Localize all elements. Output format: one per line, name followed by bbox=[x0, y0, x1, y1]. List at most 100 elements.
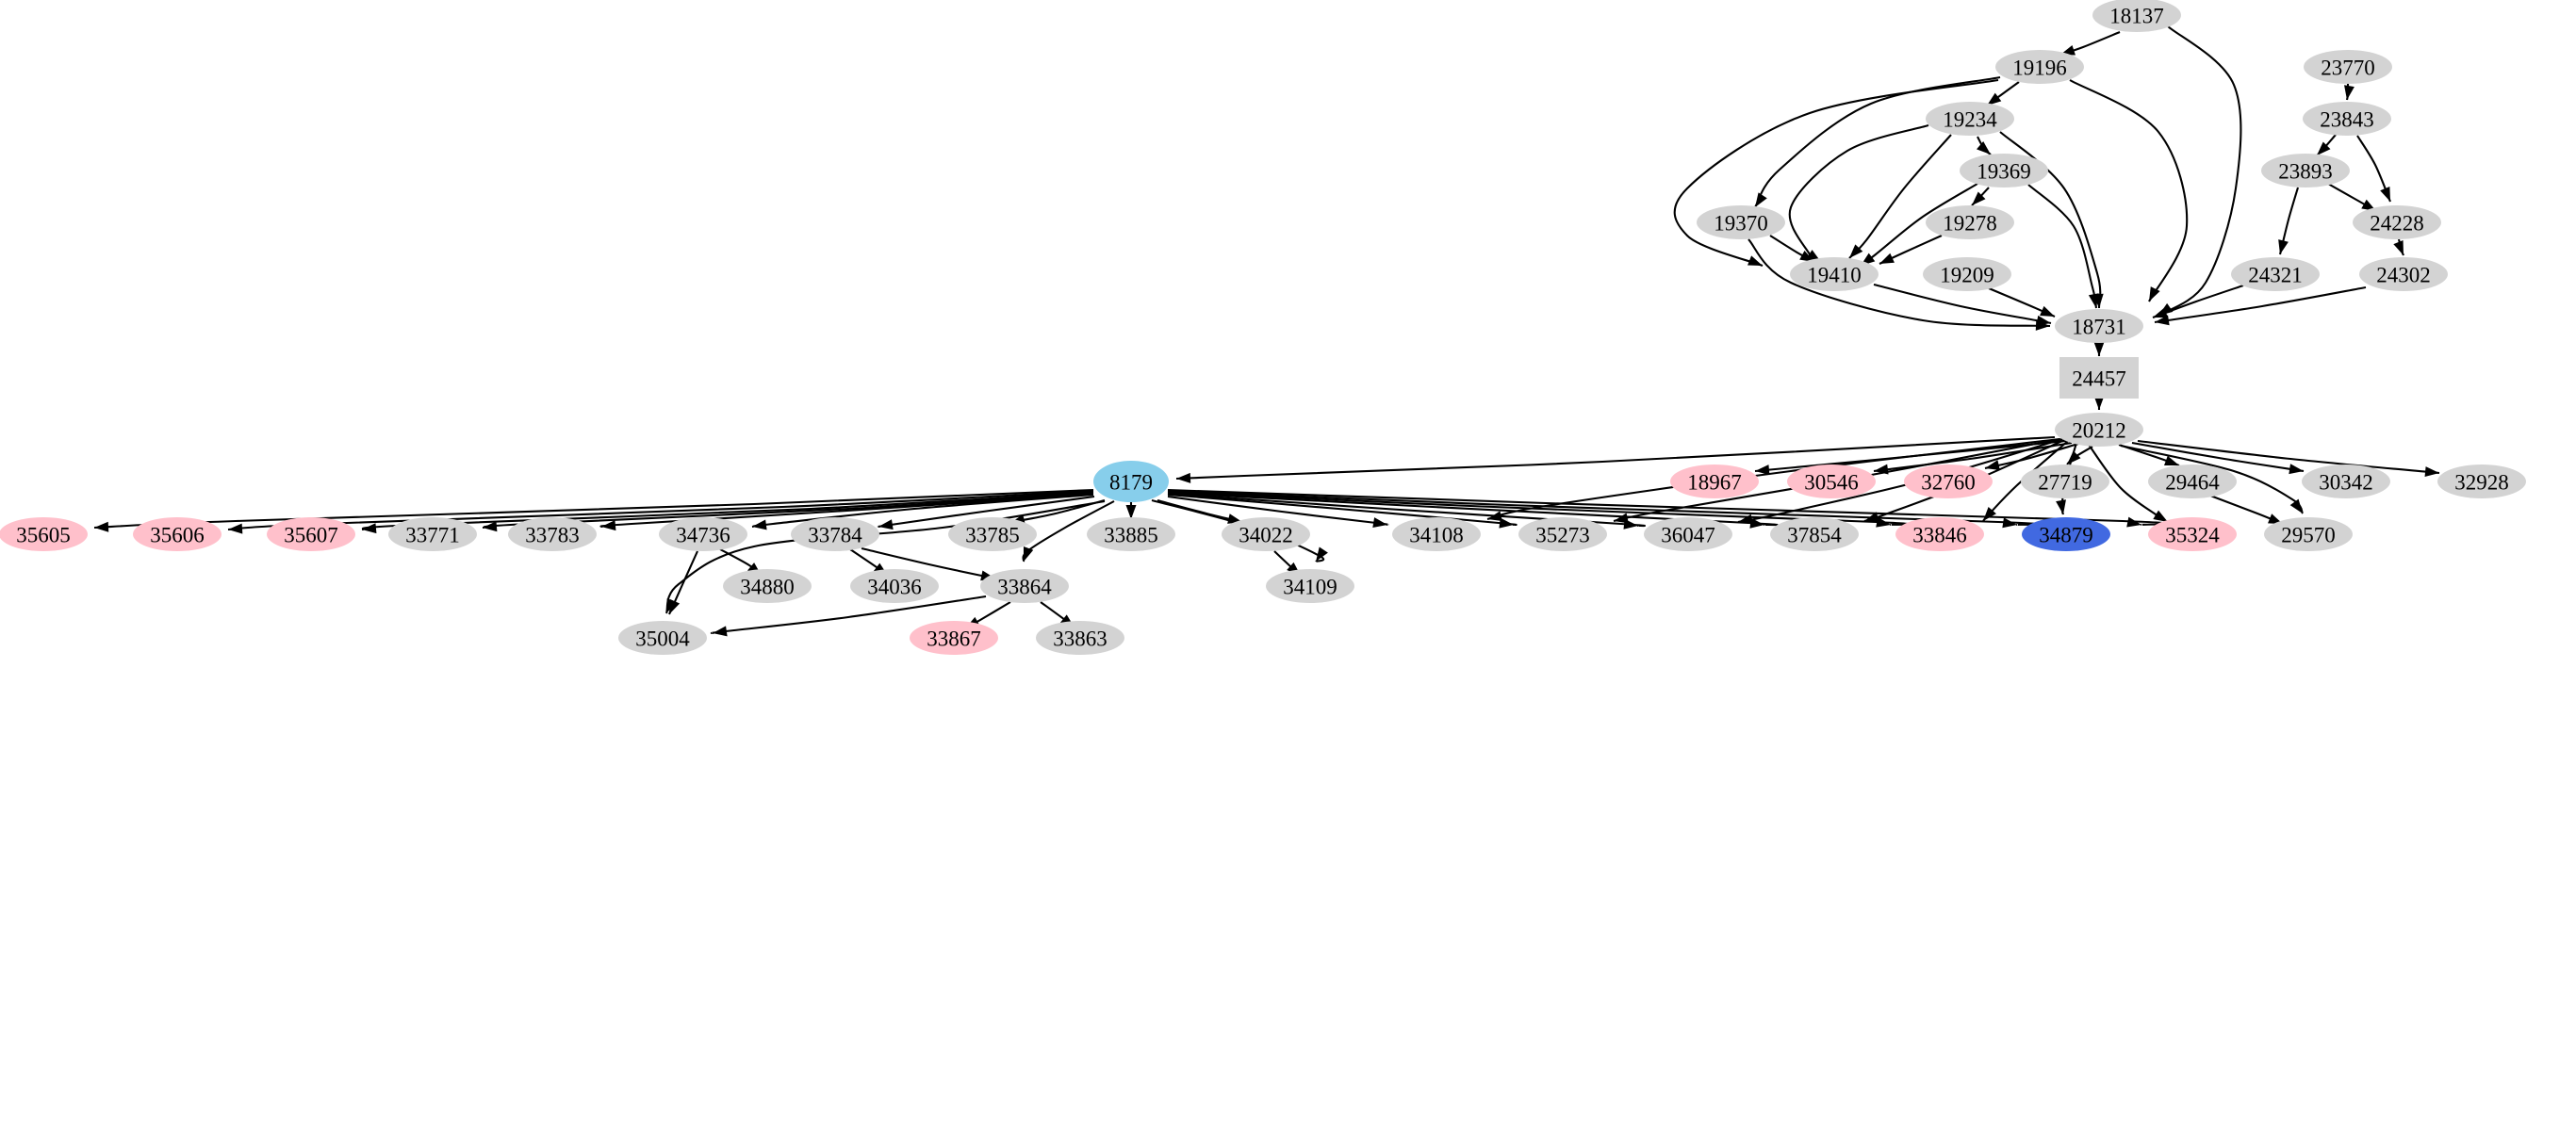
graph-node-30342[interactable]: 30342 bbox=[2302, 465, 2390, 498]
graph-node-30546[interactable]: 30546 bbox=[1787, 465, 1876, 498]
node-ellipse-19196[interactable] bbox=[1995, 50, 2084, 84]
node-ellipse-35607[interactable] bbox=[267, 517, 355, 551]
node-ellipse-32760[interactable] bbox=[1904, 465, 1993, 498]
node-ellipse-30546[interactable] bbox=[1787, 465, 1876, 498]
graph-node-33784[interactable]: 33784 bbox=[791, 517, 879, 551]
edge-20212-to-32760 bbox=[1984, 442, 2079, 471]
node-ellipse-32928[interactable] bbox=[2437, 465, 2526, 498]
node-ellipse-30342[interactable] bbox=[2302, 465, 2390, 498]
node-ellipse-18967[interactable] bbox=[1670, 465, 1759, 498]
node-ellipse-8179[interactable] bbox=[1093, 461, 1169, 502]
graph-node-19196[interactable]: 19196 bbox=[1995, 50, 2084, 84]
node-ellipse-34109[interactable] bbox=[1266, 569, 1354, 603]
graph-node-19410[interactable]: 19410 bbox=[1790, 257, 1879, 291]
node-ellipse-33864[interactable] bbox=[980, 569, 1069, 603]
node-ellipse-19278[interactable] bbox=[1926, 205, 2014, 239]
graph-node-36047[interactable]: 36047 bbox=[1644, 517, 1732, 551]
graph-node-35324[interactable]: 35324 bbox=[2148, 517, 2237, 551]
node-ellipse-23893[interactable] bbox=[2261, 154, 2350, 187]
graph-node-27719[interactable]: 27719 bbox=[2021, 465, 2109, 498]
graph-node-33846[interactable]: 33846 bbox=[1895, 517, 1984, 551]
graph-node-24302[interactable]: 24302 bbox=[2359, 257, 2448, 291]
node-ellipse-24321[interactable] bbox=[2231, 257, 2320, 291]
graph-node-35605[interactable]: 35605 bbox=[0, 517, 88, 551]
node-ellipse-33771[interactable] bbox=[388, 517, 477, 551]
node-ellipse-34879[interactable] bbox=[2022, 517, 2110, 551]
node-ellipse-23843[interactable] bbox=[2303, 102, 2391, 136]
graph-node-29570[interactable]: 29570 bbox=[2264, 517, 2353, 551]
node-ellipse-34036[interactable] bbox=[850, 569, 939, 603]
graph-node-18967[interactable]: 18967 bbox=[1670, 465, 1759, 498]
graph-node-24321[interactable]: 24321 bbox=[2231, 257, 2320, 291]
node-ellipse-33785[interactable] bbox=[948, 517, 1037, 551]
node-ellipse-19209[interactable] bbox=[1923, 257, 2011, 291]
graph-node-8179[interactable]: 8179 bbox=[1093, 461, 1169, 502]
graph-node-19234[interactable]: 19234 bbox=[1926, 102, 2014, 136]
node-ellipse-23770[interactable] bbox=[2304, 50, 2392, 84]
node-ellipse-33783[interactable] bbox=[508, 517, 597, 551]
graph-node-33867[interactable]: 33867 bbox=[910, 621, 998, 655]
node-ellipse-18731[interactable] bbox=[2055, 309, 2143, 343]
node-ellipse-35004[interactable] bbox=[618, 621, 707, 655]
node-ellipse-19370[interactable] bbox=[1697, 205, 1785, 239]
node-ellipse-33846[interactable] bbox=[1895, 517, 1984, 551]
graph-node-34036[interactable]: 34036 bbox=[850, 569, 939, 603]
node-ellipse-33863[interactable] bbox=[1036, 621, 1124, 655]
graph-node-32928[interactable]: 32928 bbox=[2437, 465, 2526, 498]
node-ellipse-24302[interactable] bbox=[2359, 257, 2448, 291]
graph-node-33885[interactable]: 33885 bbox=[1087, 517, 1175, 551]
graph-node-19209[interactable]: 19209 bbox=[1923, 257, 2011, 291]
graph-node-34108[interactable]: 34108 bbox=[1392, 517, 1481, 551]
graph-node-34022[interactable]: 34022 bbox=[1222, 517, 1310, 551]
graph-node-34109[interactable]: 34109 bbox=[1266, 569, 1354, 603]
node-ellipse-35273[interactable] bbox=[1518, 517, 1607, 551]
node-ellipse-20212[interactable] bbox=[2055, 413, 2143, 447]
node-ellipse-37854[interactable] bbox=[1770, 517, 1859, 551]
node-ellipse-33885[interactable] bbox=[1087, 517, 1175, 551]
graph-node-35273[interactable]: 35273 bbox=[1518, 517, 1607, 551]
node-ellipse-19410[interactable] bbox=[1790, 257, 1879, 291]
graph-node-33785[interactable]: 33785 bbox=[948, 517, 1037, 551]
node-ellipse-34736[interactable] bbox=[659, 517, 747, 551]
graph-node-37854[interactable]: 37854 bbox=[1770, 517, 1859, 551]
graph-node-32760[interactable]: 32760 bbox=[1904, 465, 1993, 498]
graph-node-35606[interactable]: 35606 bbox=[133, 517, 222, 551]
node-ellipse-36047[interactable] bbox=[1644, 517, 1732, 551]
graph-node-18731[interactable]: 18731 bbox=[2055, 309, 2143, 343]
graph-node-33863[interactable]: 33863 bbox=[1036, 621, 1124, 655]
graph-node-35004[interactable]: 35004 bbox=[618, 621, 707, 655]
graph-node-34736[interactable]: 34736 bbox=[659, 517, 747, 551]
graph-node-23770[interactable]: 23770 bbox=[2304, 50, 2392, 84]
graph-node-24228[interactable]: 24228 bbox=[2353, 205, 2441, 239]
node-ellipse-35324[interactable] bbox=[2148, 517, 2237, 551]
node-ellipse-29570[interactable] bbox=[2264, 517, 2353, 551]
node-ellipse-27719[interactable] bbox=[2021, 465, 2109, 498]
graph-node-34879[interactable]: 34879 bbox=[2022, 517, 2110, 551]
graph-node-33783[interactable]: 33783 bbox=[508, 517, 597, 551]
node-ellipse-34108[interactable] bbox=[1392, 517, 1481, 551]
graph-node-34880[interactable]: 34880 bbox=[723, 569, 812, 603]
graph-node-35607[interactable]: 35607 bbox=[267, 517, 355, 551]
node-ellipse-34880[interactable] bbox=[723, 569, 812, 603]
graph-node-23893[interactable]: 23893 bbox=[2261, 154, 2350, 187]
graph-node-19369[interactable]: 19369 bbox=[1960, 154, 2048, 187]
graph-node-24457[interactable]: 24457 bbox=[2059, 357, 2139, 399]
graph-node-29464[interactable]: 29464 bbox=[2148, 465, 2237, 498]
graph-node-23843[interactable]: 23843 bbox=[2303, 102, 2391, 136]
graph-node-33864[interactable]: 33864 bbox=[980, 569, 1069, 603]
graph-node-20212[interactable]: 20212 bbox=[2055, 413, 2143, 447]
node-ellipse-18137[interactable] bbox=[2092, 0, 2181, 32]
node-box-24457[interactable] bbox=[2059, 357, 2139, 399]
node-ellipse-34022[interactable] bbox=[1222, 517, 1310, 551]
node-ellipse-19234[interactable] bbox=[1926, 102, 2014, 136]
node-ellipse-19369[interactable] bbox=[1960, 154, 2048, 187]
node-ellipse-29464[interactable] bbox=[2148, 465, 2237, 498]
graph-node-19370[interactable]: 19370 bbox=[1697, 205, 1785, 239]
node-ellipse-33867[interactable] bbox=[910, 621, 998, 655]
graph-node-19278[interactable]: 19278 bbox=[1926, 205, 2014, 239]
node-ellipse-24228[interactable] bbox=[2353, 205, 2441, 239]
graph-node-33771[interactable]: 33771 bbox=[388, 517, 477, 551]
node-ellipse-35605[interactable] bbox=[0, 517, 88, 551]
node-ellipse-35606[interactable] bbox=[133, 517, 222, 551]
node-ellipse-33784[interactable] bbox=[791, 517, 879, 551]
